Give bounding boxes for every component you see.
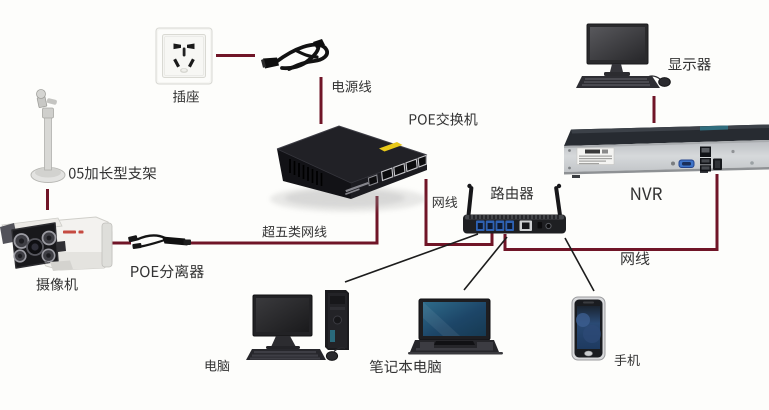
svg-text:摄像机: 摄像机 — [36, 275, 78, 295]
svg-text:POE交换机: POE交换机 — [408, 110, 478, 130]
svg-text:手机: 手机 — [614, 350, 640, 369]
svg-text:POE分离器: POE分离器 — [130, 261, 204, 282]
svg-text:NVR: NVR — [630, 180, 663, 205]
svg-text:显示器: 显示器 — [668, 54, 712, 75]
svg-text:电脑: 电脑 — [204, 356, 230, 375]
svg-text:电源线: 电源线 — [331, 76, 372, 96]
svg-text:05加长型支架: 05加长型支架 — [68, 163, 157, 184]
svg-text:插座: 插座 — [173, 86, 200, 106]
svg-text:超五类网线: 超五类网线 — [262, 222, 327, 241]
svg-text:网线: 网线 — [620, 248, 650, 269]
svg-text:路由器: 路由器 — [490, 183, 534, 204]
svg-text:网线: 网线 — [432, 192, 458, 211]
svg-text:笔记本电脑: 笔记本电脑 — [369, 356, 442, 377]
